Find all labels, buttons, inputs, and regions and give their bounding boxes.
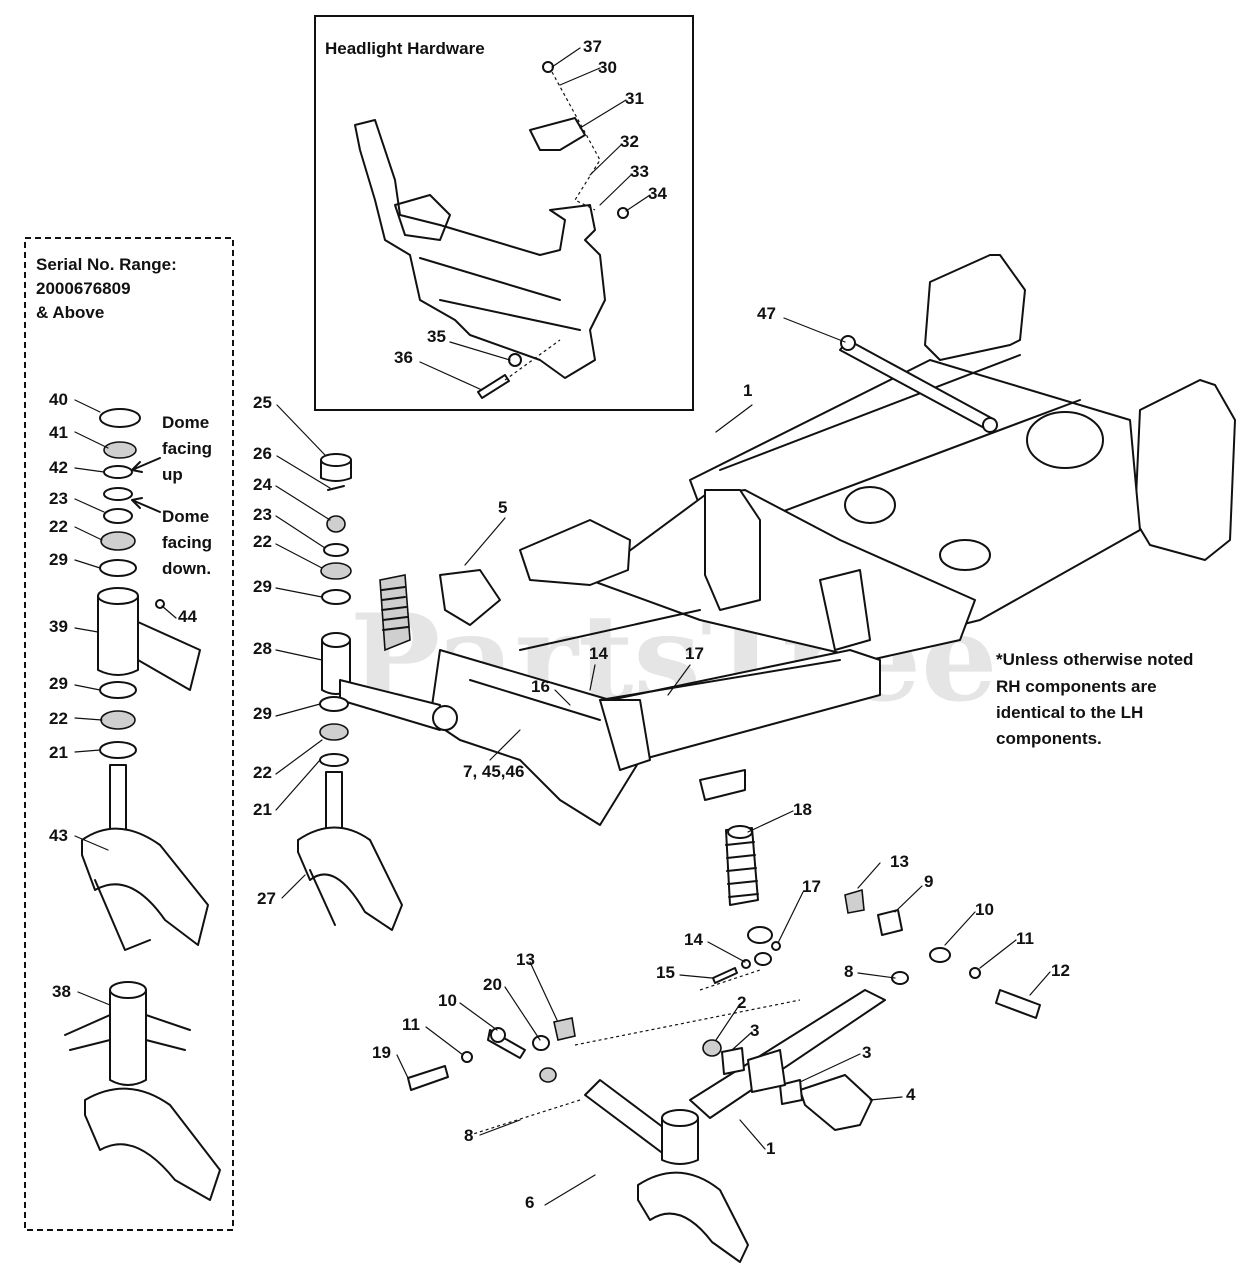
callout-44: 44 <box>178 607 197 626</box>
callout-6: 6 <box>525 1193 534 1212</box>
callout-29-main-b: 29 <box>253 704 272 723</box>
callout-47: 47 <box>757 304 776 323</box>
note-line-4: components. <box>996 729 1102 748</box>
callout-17-top: 17 <box>685 644 704 663</box>
note-line-1: *Unless otherwise noted <box>996 650 1193 669</box>
callout-21-main: 21 <box>253 800 272 819</box>
callout-38: 38 <box>52 982 71 1001</box>
callout-3-lower: 3 <box>862 1043 871 1062</box>
leader-lines <box>74 47 1051 1206</box>
callout-22-main-b: 22 <box>253 763 272 782</box>
callout-1-top: 1 <box>743 381 752 400</box>
callout-14-top: 14 <box>589 644 608 663</box>
callout-43: 43 <box>49 826 68 845</box>
callout-23-inset: 23 <box>49 489 68 508</box>
callout-5: 5 <box>498 498 507 517</box>
callout-3-upper: 3 <box>750 1021 759 1040</box>
callout-26: 26 <box>253 444 272 463</box>
callout-40: 40 <box>49 390 68 409</box>
callout-29-inset-a: 29 <box>49 550 68 569</box>
callout-41: 41 <box>49 423 68 442</box>
callout-9: 9 <box>924 872 933 891</box>
callout-20: 20 <box>483 975 502 994</box>
callout-11-right: 11 <box>1016 929 1034 948</box>
dome-up-line-1: Dome <box>162 413 209 432</box>
dome-up-line-3: up <box>162 465 183 484</box>
callout-22-main-a: 22 <box>253 532 272 551</box>
rh-note: *Unless otherwise noted RH components ar… <box>996 650 1193 748</box>
callout-8-right: 8 <box>844 962 853 981</box>
callout-36: 36 <box>394 348 413 367</box>
dome-up-line-2: facing <box>162 439 212 458</box>
serial-range-inset: Serial No. Range: 2000676809 & Above Dom… <box>24 237 234 1231</box>
callout-14-bottom: 14 <box>684 930 703 949</box>
callout-34: 34 <box>648 184 667 203</box>
note-line-3: identical to the LH <box>996 703 1143 722</box>
dome-down-line-2: facing <box>162 533 212 552</box>
callout-12: 12 <box>1051 961 1070 980</box>
callout-29-main-a: 29 <box>253 577 272 596</box>
serial-title-line-2: 2000676809 <box>36 279 131 298</box>
callout-37: 37 <box>583 37 602 56</box>
callout-22-inset-b: 22 <box>49 709 68 728</box>
callout-11-left: 11 <box>402 1015 420 1034</box>
callout-35: 35 <box>427 327 446 346</box>
callout-19: 19 <box>372 1043 391 1062</box>
callout-29-inset-b: 29 <box>49 674 68 693</box>
callout-10-left: 10 <box>438 991 457 1010</box>
lower-parts <box>407 825 1041 1263</box>
callout-27: 27 <box>257 889 276 908</box>
front-spindle-parts <box>297 453 403 931</box>
callout-1-bottom: 1 <box>766 1139 775 1158</box>
dome-down-line-1: Dome <box>162 507 209 526</box>
callout-42: 42 <box>49 458 68 477</box>
callout-33: 33 <box>630 162 649 181</box>
note-line-2: RH components are <box>996 677 1157 696</box>
callout-13-left: 13 <box>516 950 535 969</box>
main-frame <box>321 254 1236 826</box>
callout-4: 4 <box>906 1085 916 1104</box>
callout-15: 15 <box>656 963 675 982</box>
serial-title-line-3: & Above <box>36 303 104 322</box>
callout-21-inset: 21 <box>49 743 68 762</box>
callout-16: 16 <box>531 677 550 696</box>
callout-31: 31 <box>625 89 644 108</box>
callout-25: 25 <box>253 393 272 412</box>
callout-7-45-46: 7, 45,46 <box>463 762 524 781</box>
callout-8-left: 8 <box>464 1126 473 1145</box>
dome-down-line-3: down. <box>162 559 211 578</box>
headlight-hardware-inset: Headlight Hardware <box>314 15 694 411</box>
callout-17-bottom: 17 <box>802 877 821 896</box>
callout-13-right: 13 <box>890 852 909 871</box>
callouts: 37 30 31 32 33 34 35 36 47 1 25 26 24 23… <box>49 37 1070 1212</box>
callout-23-main: 23 <box>253 505 272 524</box>
headlight-inset-title: Headlight Hardware <box>325 39 485 58</box>
callout-24: 24 <box>253 475 272 494</box>
callout-39: 39 <box>49 617 68 636</box>
callout-2: 2 <box>737 993 746 1012</box>
callout-18: 18 <box>793 800 812 819</box>
serial-title-line-1: Serial No. Range: <box>36 255 177 274</box>
callout-28: 28 <box>253 639 272 658</box>
callout-32: 32 <box>620 132 639 151</box>
callout-22-inset-a: 22 <box>49 517 68 536</box>
callout-30: 30 <box>598 58 617 77</box>
callout-10-right: 10 <box>975 900 994 919</box>
